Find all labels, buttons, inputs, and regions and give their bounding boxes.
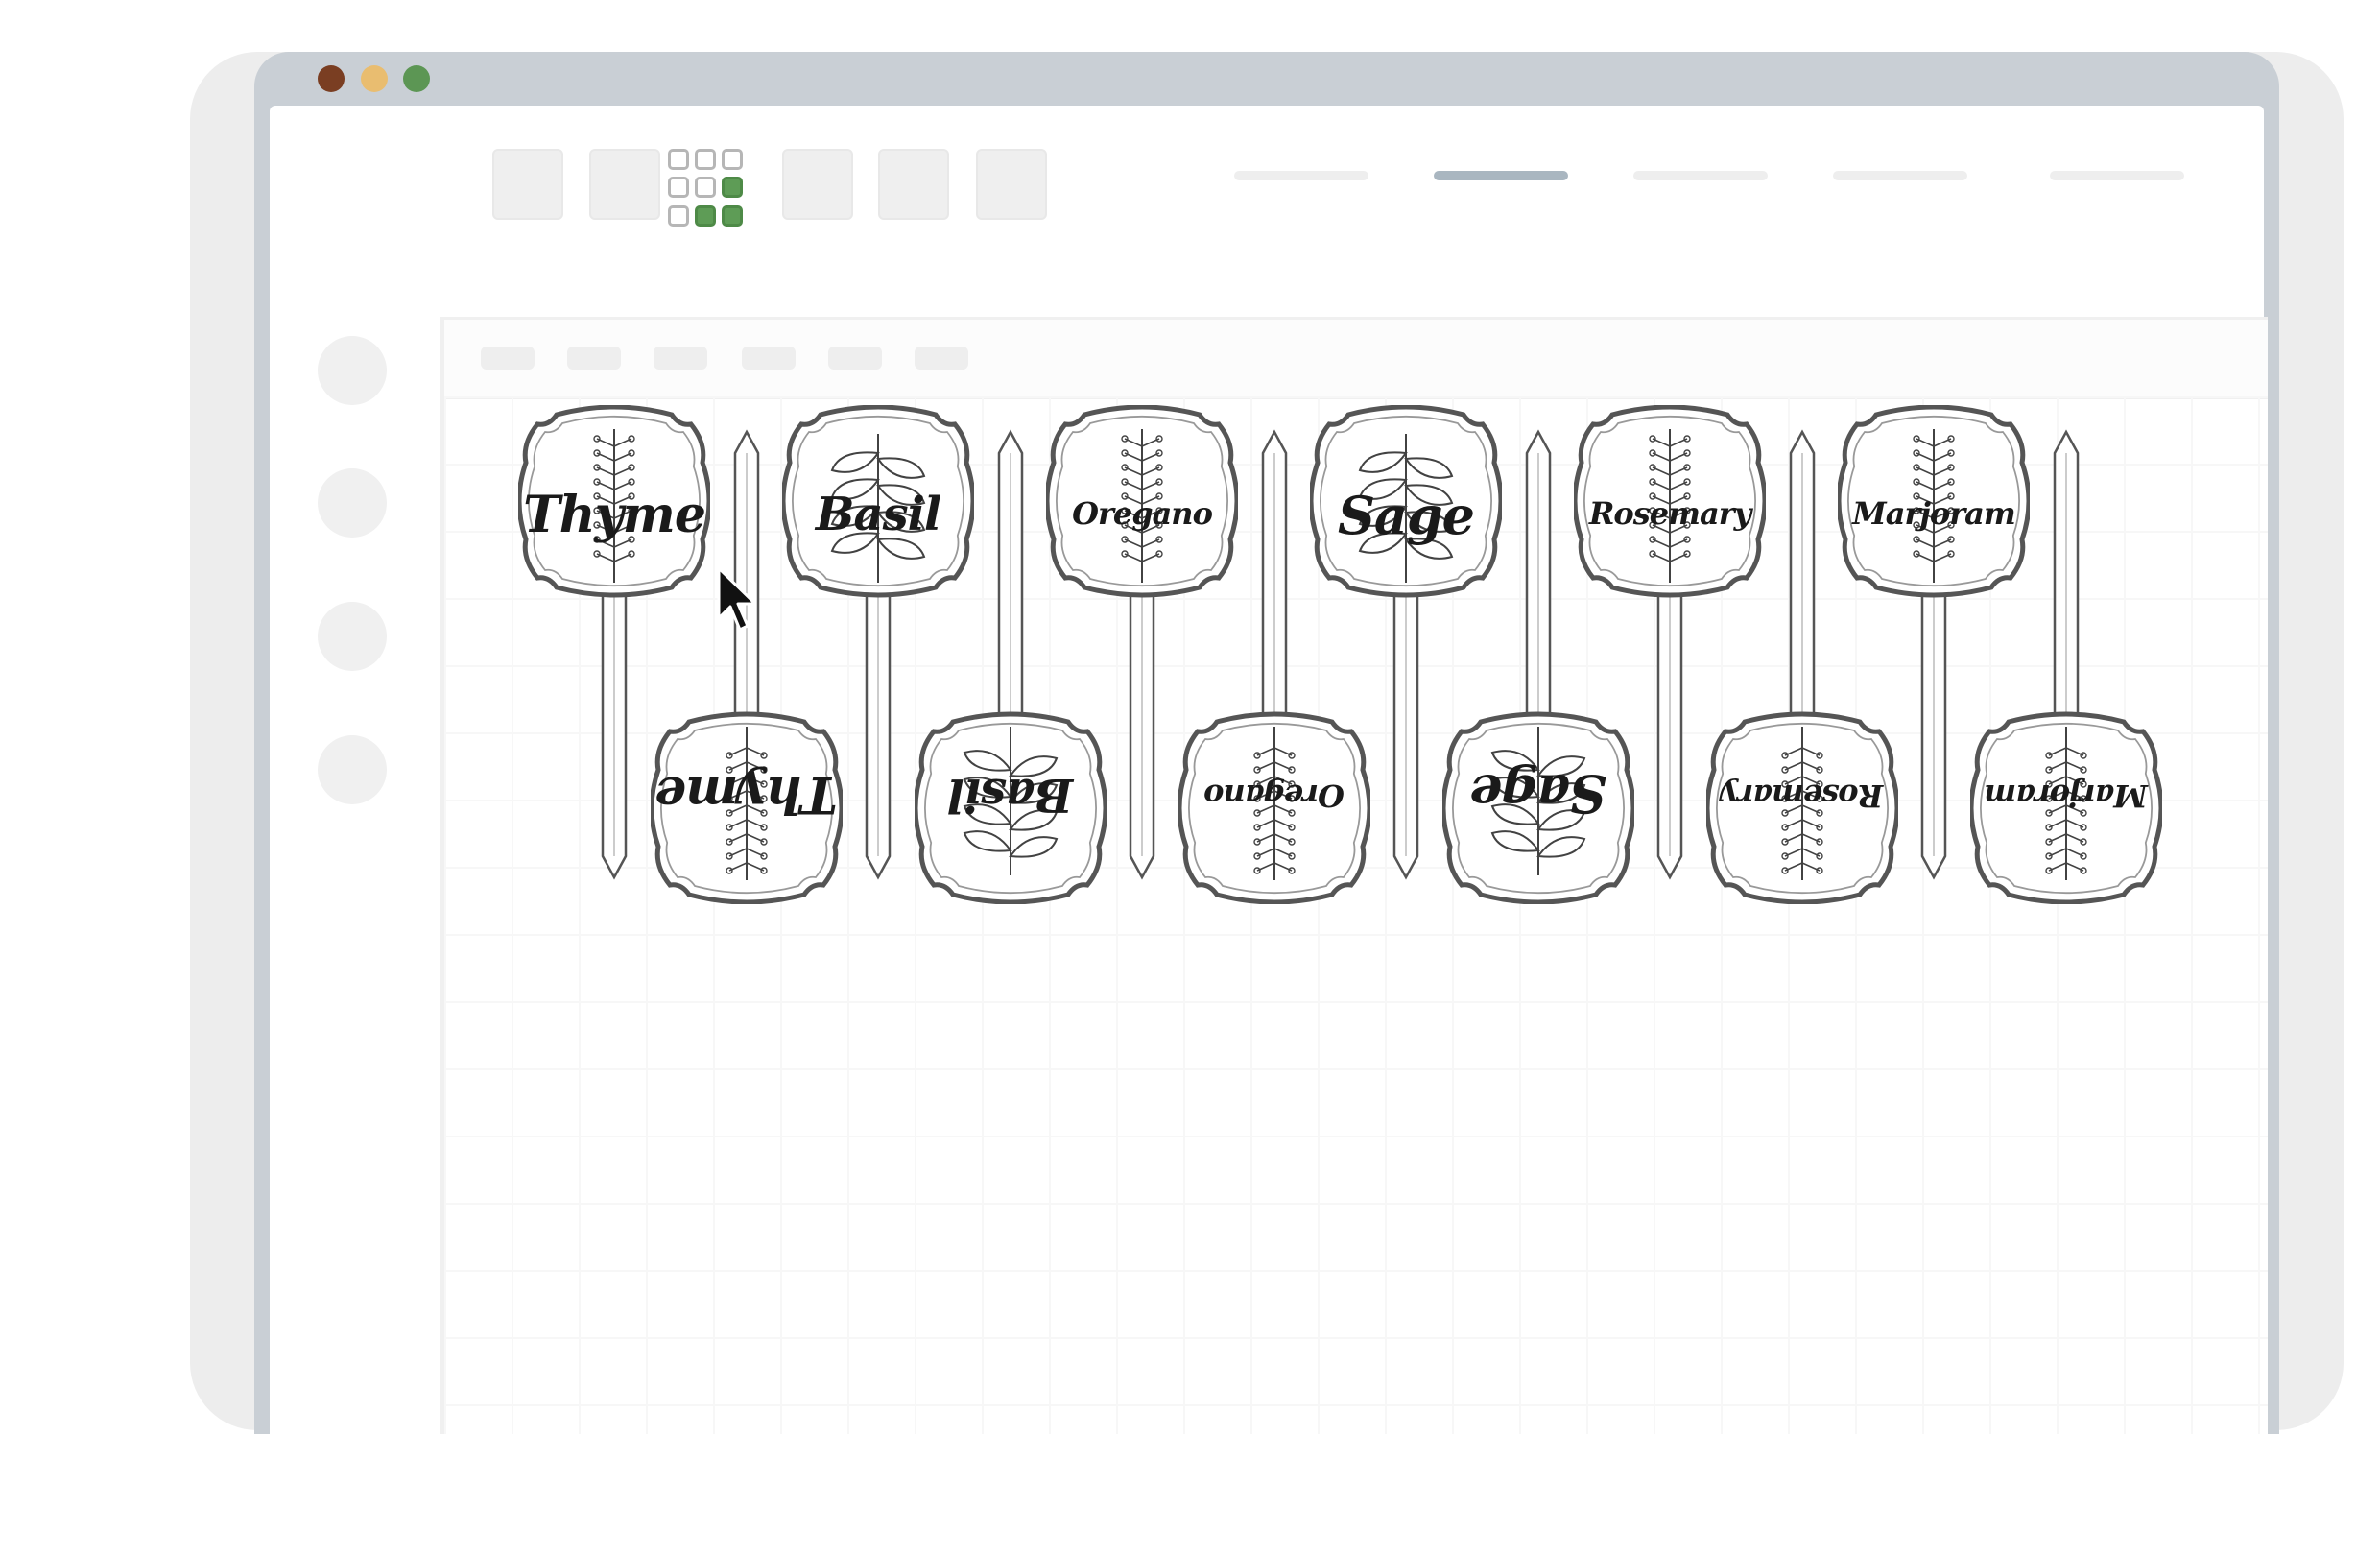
panel-chip-2[interactable] xyxy=(567,347,621,370)
panel-chip-1[interactable] xyxy=(481,347,535,370)
sidebar-button-1[interactable] xyxy=(318,336,387,405)
flipped-marker-label: Oregano xyxy=(1204,778,1345,814)
nav-tab-5[interactable] xyxy=(2050,171,2184,180)
toolbar-button-5[interactable] xyxy=(878,149,949,220)
flipped-marker-label: Rosemary xyxy=(1721,778,1884,814)
herb-marker-marjoram[interactable]: Marjoram xyxy=(1838,405,2030,885)
sidebar-button-4[interactable] xyxy=(318,735,387,804)
grid-icon[interactable] xyxy=(668,149,747,227)
herb-marker-label: Thyme xyxy=(523,486,706,544)
title-bar xyxy=(254,52,2279,106)
basil-leaves-icon xyxy=(782,405,974,880)
herb-marker-thyme[interactable]: Thyme xyxy=(518,405,710,885)
flipped-marker-label: Marjoram xyxy=(1985,778,2148,814)
herb-marker-oregano[interactable]: Oregano xyxy=(1046,405,1238,885)
sidebar-button-3[interactable] xyxy=(318,602,387,671)
toolbar-button-4[interactable] xyxy=(782,149,853,220)
grid-cell-active xyxy=(722,177,743,199)
panel-chip-6[interactable] xyxy=(915,347,968,370)
herb-marker-sage[interactable]: Sage xyxy=(1310,405,1502,885)
sidebar-button-2[interactable] xyxy=(318,468,387,538)
herb-marker-label: Marjoram xyxy=(1852,495,2015,532)
herb-marker-label: Rosemary xyxy=(1588,495,1751,532)
toolbar-button-6[interactable] xyxy=(976,149,1047,220)
panel-chip-5[interactable] xyxy=(828,347,882,370)
grid-cell-active xyxy=(695,204,716,227)
thyme-sprig-icon xyxy=(518,405,710,880)
grid-cell xyxy=(668,204,689,227)
flipped-marker-marjoram[interactable]: Marjoram xyxy=(1970,424,2162,904)
herb-marker-label: Oregano xyxy=(1072,495,1213,532)
toolbar-button-1[interactable] xyxy=(492,149,563,220)
nav-tab-3[interactable] xyxy=(1633,171,1768,180)
oregano-sprig-icon xyxy=(1046,405,1238,880)
grid-cell xyxy=(695,177,716,199)
flipped-marker-label: Basil xyxy=(947,768,1074,822)
panel-chip-3[interactable] xyxy=(654,347,707,370)
flipped-marker-sage[interactable]: Sage xyxy=(1442,424,1634,904)
marjoram-sprig-icon xyxy=(1838,405,2030,880)
nav-tab-1[interactable] xyxy=(1234,171,1368,180)
panel-chip-4[interactable] xyxy=(742,347,796,370)
nav-tab-4[interactable] xyxy=(1833,171,1967,180)
mouse-pointer-icon xyxy=(717,566,757,632)
grid-cell xyxy=(668,177,689,199)
herb-marker-basil[interactable]: Basil xyxy=(782,405,974,885)
nav-tab-2-active[interactable] xyxy=(1434,171,1568,180)
flipped-marker-rosemary[interactable]: Rosemary xyxy=(1706,424,1898,904)
flipped-marker-label: Thyme xyxy=(655,765,838,824)
panel-toolbar xyxy=(444,320,2268,399)
flipped-marker-basil[interactable]: Basil xyxy=(915,424,1107,904)
herb-marker-rosemary[interactable]: Rosemary xyxy=(1574,405,1766,885)
sage-leaves-icon xyxy=(1310,405,1502,880)
zoom-button[interactable] xyxy=(403,65,430,92)
minimize-button[interactable] xyxy=(361,65,388,92)
flipped-marker-oregano[interactable]: Oregano xyxy=(1178,424,1370,904)
grid-cell xyxy=(695,149,716,170)
herb-marker-label: Basil xyxy=(815,488,941,541)
grid-cell xyxy=(722,149,743,170)
rosemary-sprig-icon xyxy=(1574,405,1766,880)
herb-marker-label: Sage xyxy=(1337,485,1475,546)
close-button[interactable] xyxy=(318,65,345,92)
flipped-marker-thyme[interactable]: Thyme xyxy=(651,424,843,904)
grid-cell xyxy=(668,149,689,170)
grid-cell-active xyxy=(722,204,743,227)
toolbar-button-2[interactable] xyxy=(589,149,660,220)
flipped-marker-label: Sage xyxy=(1469,763,1607,825)
